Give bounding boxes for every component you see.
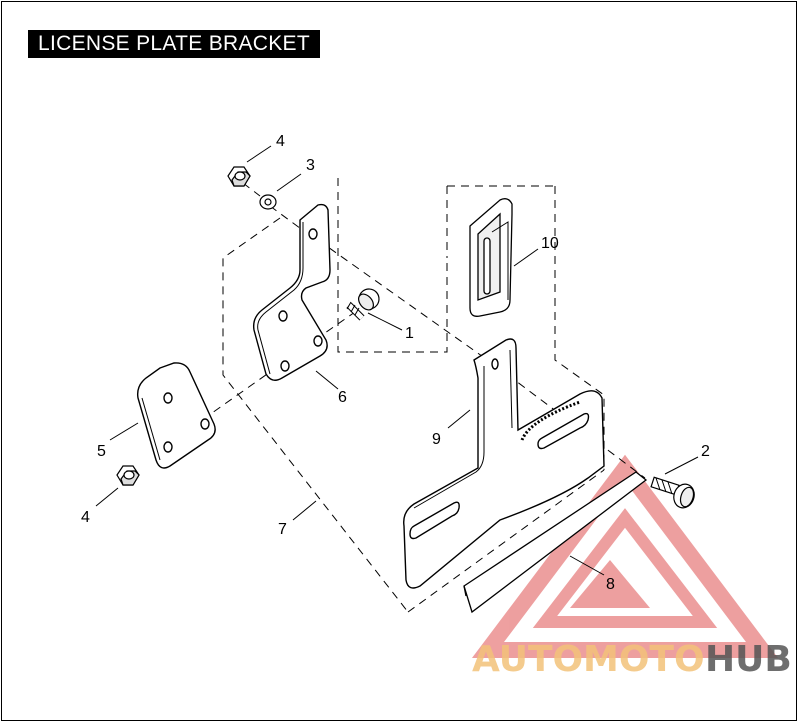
callout-5: 5 <box>97 443 106 460</box>
callout-4-top: 4 <box>276 133 285 150</box>
callout-3: 3 <box>306 157 315 174</box>
callout-1: 1 <box>405 325 414 342</box>
callout-8: 8 <box>606 576 615 593</box>
callout-4-bottom: 4 <box>81 509 90 526</box>
nut-top-part-4 <box>227 166 251 187</box>
strip-part-8 <box>463 471 648 614</box>
callout-2: 2 <box>701 443 710 460</box>
plate-part-5 <box>136 362 216 469</box>
bracket-part-6 <box>252 203 331 381</box>
leader-lines <box>95 145 699 576</box>
callout-6: 6 <box>338 389 347 406</box>
diagram-title: LICENSE PLATE BRACKET <box>28 30 320 58</box>
callout-7: 7 <box>278 521 287 538</box>
watermark-hub: HUB <box>705 639 792 680</box>
bolt-part-2 <box>650 476 695 509</box>
watermark-auto: AUTO <box>472 639 583 680</box>
callout-9: 9 <box>432 431 441 448</box>
clip-part-10 <box>469 198 513 317</box>
watermark-moto: MOTO <box>583 639 705 680</box>
nut-bottom-part-4 <box>116 465 140 486</box>
screw-part-1 <box>346 288 380 321</box>
watermark-logo-triangle <box>471 454 779 658</box>
washer-part-3 <box>259 194 277 210</box>
callout-10: 10 <box>541 235 559 252</box>
bracket-part-9 <box>403 338 605 589</box>
callout-labels: 1 2 3 4 4 5 6 7 8 9 10 <box>81 133 710 593</box>
assembly-outline-7 <box>222 178 605 613</box>
watermark-logo-text: AUTO MOTO HUB <box>472 639 792 680</box>
